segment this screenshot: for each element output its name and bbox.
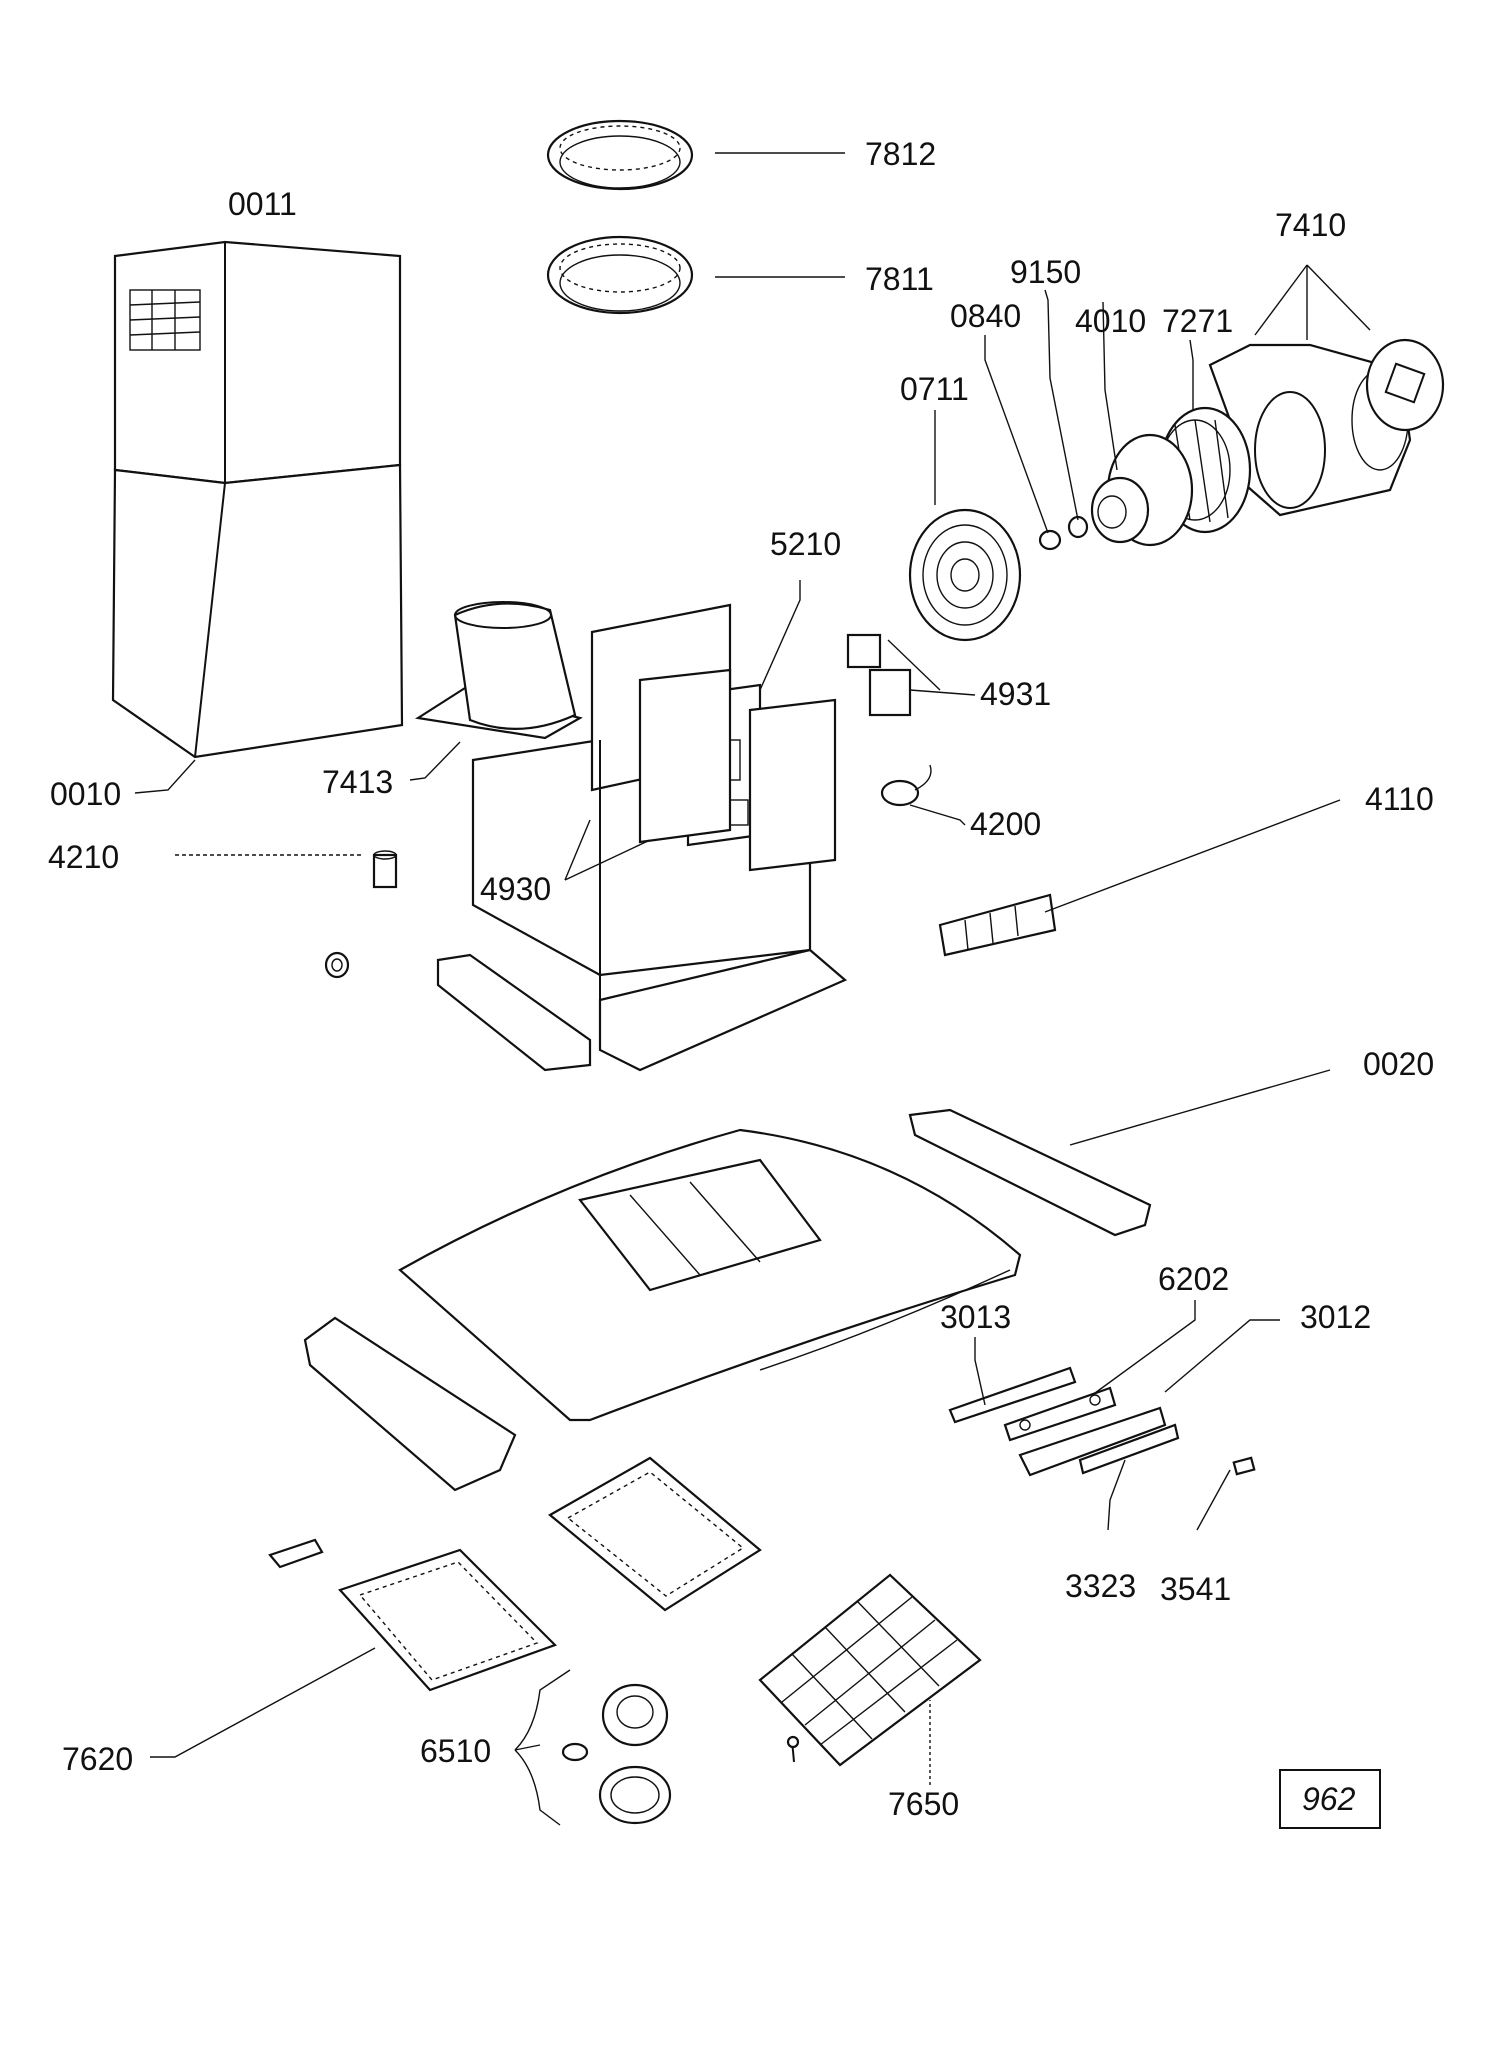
label-7413: 7413 xyxy=(322,764,393,800)
ring-7811 xyxy=(546,235,694,315)
label-4110: 4110 xyxy=(1365,781,1434,817)
chimney-upper-0011 xyxy=(113,240,402,485)
label-7650: 7650 xyxy=(888,1786,959,1822)
label-3541: 3541 xyxy=(1160,1571,1231,1607)
label-4200: 4200 xyxy=(970,806,1041,842)
inlet-ring-0711 xyxy=(908,508,1022,642)
bulb-6510 xyxy=(561,1742,589,1762)
relay-4931 xyxy=(846,633,912,717)
capacitor-4200 xyxy=(880,764,932,807)
label-4210: 4210 xyxy=(48,839,119,875)
lamp-lens-6510 xyxy=(598,1765,672,1825)
label-0020: 0020 xyxy=(1363,1046,1434,1082)
button-strip-3323 xyxy=(1078,1423,1180,1475)
screw xyxy=(786,1735,800,1763)
reference-number: 962 xyxy=(1302,1781,1356,1817)
label-9150: 9150 xyxy=(1010,254,1081,290)
label-4930: 4930 xyxy=(480,871,551,907)
grease-filter-7620 xyxy=(338,1548,558,1692)
canopy-0020 xyxy=(398,1128,1022,1422)
label-5210: 5210 xyxy=(770,526,841,562)
label-4931: 4931 xyxy=(980,676,1051,712)
label-6202: 6202 xyxy=(1158,1261,1229,1297)
side-panel-left xyxy=(303,1316,517,1492)
label-7812: 7812 xyxy=(865,136,936,172)
label-0010: 0010 xyxy=(50,776,121,812)
reference-box: 962 xyxy=(1279,1769,1381,1829)
switch-bar-3013 xyxy=(948,1366,1077,1424)
terminal-block-4110 xyxy=(938,893,1057,957)
lamp-cover-6510 xyxy=(601,1683,669,1747)
label-0011: 0011 xyxy=(228,186,297,222)
leader-lines xyxy=(134,152,1371,1826)
label-4010: 4010 xyxy=(1075,303,1146,339)
switch-housing-3012 xyxy=(1018,1406,1167,1477)
control-box-4930-front xyxy=(638,668,732,844)
control-box-4930-rear xyxy=(748,698,837,872)
grommet xyxy=(324,951,350,979)
label-6510: 6510 xyxy=(420,1733,491,1769)
side-panel-right xyxy=(908,1108,1152,1237)
duct-adapter-7413 xyxy=(414,601,583,740)
capacitor-4210 xyxy=(372,850,398,889)
label-3323: 3323 xyxy=(1065,1568,1136,1604)
label-7271: 7271 xyxy=(1162,303,1233,339)
label-7410: 7410 xyxy=(1275,207,1346,243)
knob-3541 xyxy=(1232,1456,1256,1476)
nut-0840 xyxy=(1038,529,1062,551)
label-3013: 3013 xyxy=(940,1299,1011,1335)
fan-housing-7410 xyxy=(1208,338,1445,517)
label-7620: 7620 xyxy=(62,1741,133,1777)
grease-filter xyxy=(548,1456,762,1612)
label-0711: 0711 xyxy=(900,371,969,407)
switch-bar-6202 xyxy=(1003,1386,1117,1442)
vent-slots xyxy=(129,289,201,351)
label-3012: 3012 xyxy=(1300,1299,1371,1335)
label-7811: 7811 xyxy=(865,261,934,297)
carbon-filter-7650 xyxy=(758,1573,982,1767)
motor-4010 xyxy=(1090,433,1194,547)
chimney-lower-0010 xyxy=(111,463,404,759)
ring-7812 xyxy=(546,119,694,191)
clip xyxy=(268,1538,324,1569)
label-0840: 0840 xyxy=(950,298,1021,334)
